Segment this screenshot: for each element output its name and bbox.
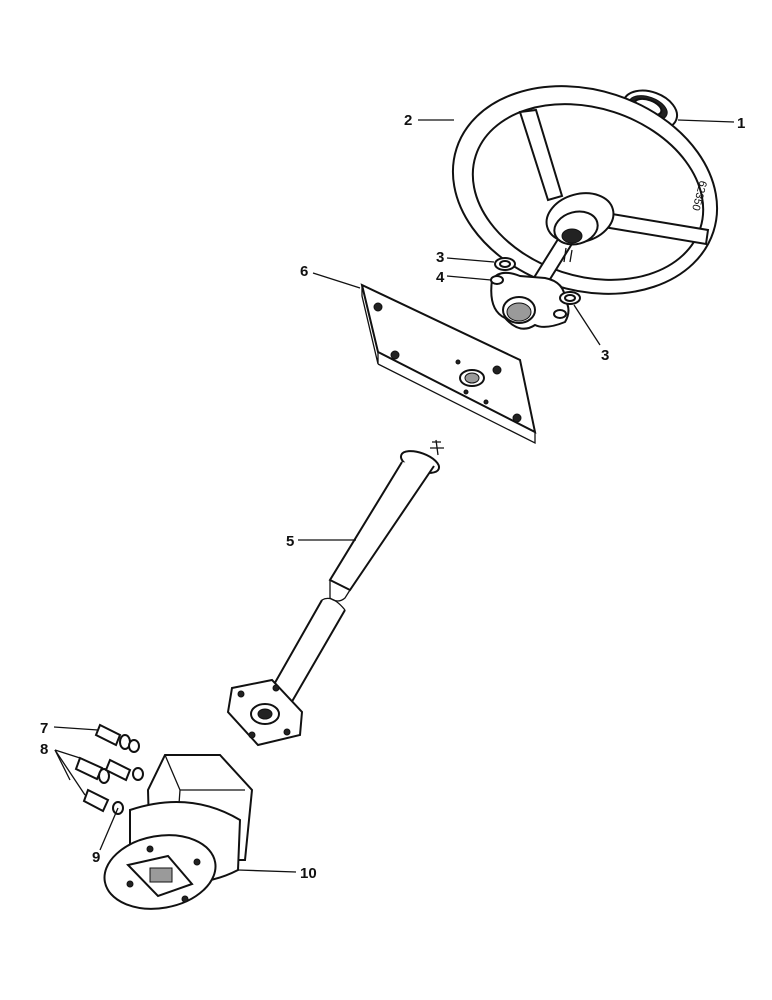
- horn-contact-assembly-part: [490, 257, 581, 330]
- callout-5: 5: [286, 533, 294, 550]
- callout-9: 9: [92, 849, 100, 866]
- callout-10: 10: [300, 865, 317, 882]
- callout-7: 7: [40, 720, 48, 737]
- callout-3-lower: 3: [601, 347, 609, 364]
- union-fittings-part: [74, 723, 144, 815]
- leader-lines: [53, 119, 735, 873]
- callout-labels: 1 2 3 4 3 6 5 7 8 9 10: [40, 112, 745, 882]
- callout-8: 8: [40, 741, 48, 758]
- steering-column-part: [226, 439, 444, 747]
- callout-3-upper: 3: [436, 249, 444, 266]
- mounting-plate-part: [360, 283, 537, 445]
- callout-2: 2: [404, 112, 412, 129]
- callout-1: 1: [737, 115, 745, 132]
- callout-6: 6: [300, 263, 308, 280]
- steering-wheel-part: 62350: [451, 85, 719, 307]
- callout-4: 4: [436, 269, 445, 286]
- steering-unit-part: [103, 754, 254, 910]
